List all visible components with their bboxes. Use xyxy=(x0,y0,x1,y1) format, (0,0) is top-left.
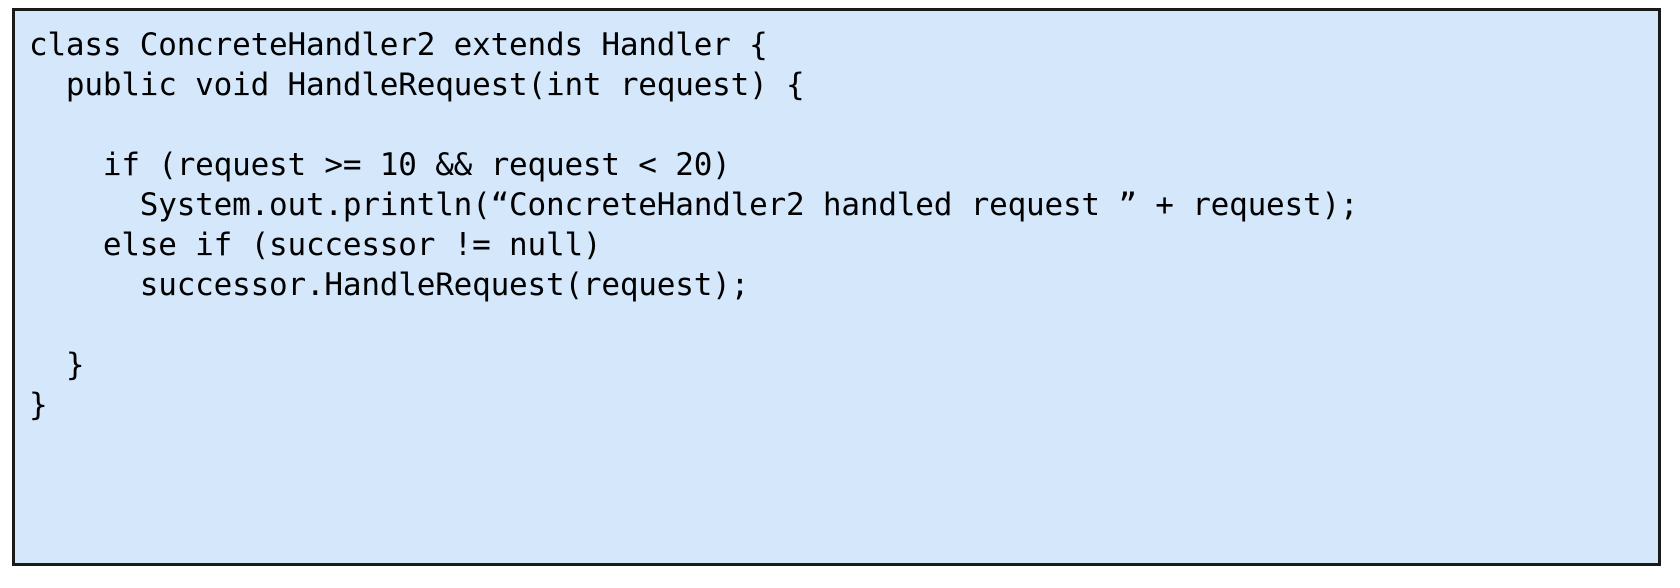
code-line: System.out.println(“ConcreteHandler2 han… xyxy=(29,187,1359,223)
code-line-blank xyxy=(29,305,1658,345)
code-line: if (request >= 10 && request < 20) xyxy=(29,147,731,183)
code-line: } xyxy=(29,387,48,423)
code-line-blank xyxy=(29,105,1658,145)
code-line: } xyxy=(29,347,85,383)
code-line: class ConcreteHandler2 extends Handler { xyxy=(29,27,768,63)
code-line: else if (successor != null) xyxy=(29,227,602,263)
code-panel: class ConcreteHandler2 extends Handler {… xyxy=(12,8,1661,566)
code-line: successor.HandleRequest(request); xyxy=(29,267,750,303)
code-line: public void HandleRequest(int request) { xyxy=(29,67,805,103)
code-block: class ConcreteHandler2 extends Handler {… xyxy=(15,11,1658,425)
